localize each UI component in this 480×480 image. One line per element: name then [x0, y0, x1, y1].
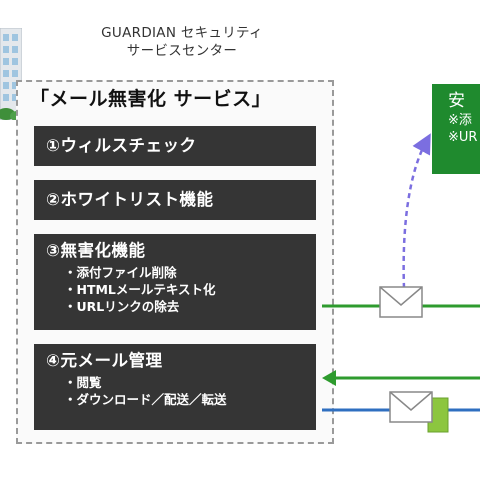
feature-item: ・閲覧: [64, 375, 102, 390]
left-arrow-icon: [322, 370, 336, 386]
feature-item: ・HTMLメールテキスト化: [64, 282, 216, 297]
feature-label: ④元メール管理: [46, 351, 163, 370]
feature-item: ・添付ファイル削除: [64, 265, 177, 280]
feature-label: ②ホワイトリスト機能: [46, 190, 214, 209]
service-center-line2: サービスセンター: [126, 43, 238, 59]
feature-item: ・ダウンロード／配送／転送: [64, 392, 227, 407]
feature-sanitize: ③無害化機能 ・添付ファイル削除 ・HTMLメールテキスト化 ・URLリンクの除…: [34, 234, 316, 330]
forward-arrow: [402, 133, 431, 289]
envelope-icon: [379, 286, 423, 318]
safe-destination-line2: ※UR: [448, 130, 478, 145]
safe-destination-box: 安 ※添 ※UR: [432, 84, 480, 174]
feature-label: ③無害化機能: [46, 241, 146, 260]
feature-original-mail: ④元メール管理 ・閲覧 ・ダウンロード／配送／転送: [34, 344, 316, 430]
service-center-title: GUARDIAN セキュリティ サービスセンター: [62, 24, 302, 60]
feature-item: ・URLリンクの除去: [64, 299, 180, 314]
feature-label: ①ウィルスチェック: [46, 136, 197, 155]
safe-destination-title: 安: [448, 91, 465, 111]
feature-whitelist: ②ホワイトリスト機能: [34, 180, 316, 220]
service-title: 「メール無害化 サービス」: [30, 88, 272, 110]
feature-virus-check: ①ウィルスチェック: [34, 126, 316, 166]
service-center-line1: GUARDIAN セキュリティ: [101, 25, 263, 41]
safe-destination-line1: ※添: [448, 113, 472, 128]
envelope-attachment-icon: [389, 391, 449, 433]
